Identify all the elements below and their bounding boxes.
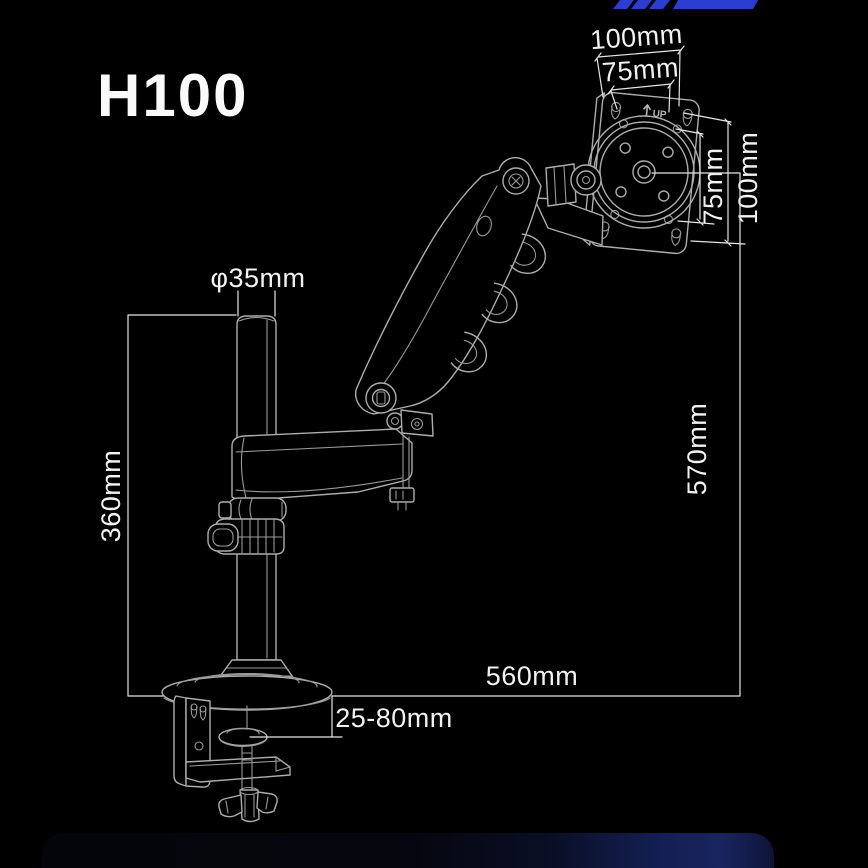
lower-arm [231, 382, 434, 511]
dim-label-pole-diameter: φ35mm [210, 263, 305, 293]
cable-clips [450, 233, 547, 373]
dimension-pole-height: 360mm [96, 314, 237, 697]
dim-label-clamp-range: 25-80mm [335, 703, 453, 733]
dimension-pole-diameter: φ35mm [210, 263, 305, 317]
dimension-vesa-height-100: 100mm [683, 112, 763, 247]
gas-spring-arm [355, 156, 547, 415]
up-arrow-icon: UP [642, 103, 667, 121]
plate-up-label: UP [652, 109, 667, 121]
dim-label-vesa-height-100: 100mm [733, 132, 763, 225]
dim-label-max-height: 570mm [682, 403, 712, 496]
dimension-clamp-range: 25-80mm [249, 695, 453, 738]
dimension-vesa-width-100: 100mm [589, 19, 685, 107]
nb-brand-logo-icon [613, 0, 758, 9]
dim-label-vesa-width-100: 100mm [589, 19, 683, 55]
dimension-vesa-height-75: 75mm [675, 128, 728, 226]
dimension-vesa-width-75: 75mm [601, 52, 680, 113]
product-title: H100 [97, 62, 248, 129]
dim-label-reach: 560mm [486, 661, 579, 691]
wing-knob [218, 786, 278, 823]
dimension-reach: 560mm [486, 661, 579, 691]
clamp-keyhole-slots [190, 703, 207, 751]
desk-c-clamp [173, 695, 291, 823]
dimension-max-height: 570mm [331, 172, 741, 697]
dim-label-pole-height: 360mm [96, 450, 126, 543]
dim-label-vesa-height-75: 75mm [698, 147, 728, 224]
dim-label-vesa-width-75: 75mm [601, 52, 680, 87]
tilt-joint [533, 163, 604, 246]
height-clamp-ring [207, 497, 287, 555]
footer-panel [42, 833, 774, 868]
